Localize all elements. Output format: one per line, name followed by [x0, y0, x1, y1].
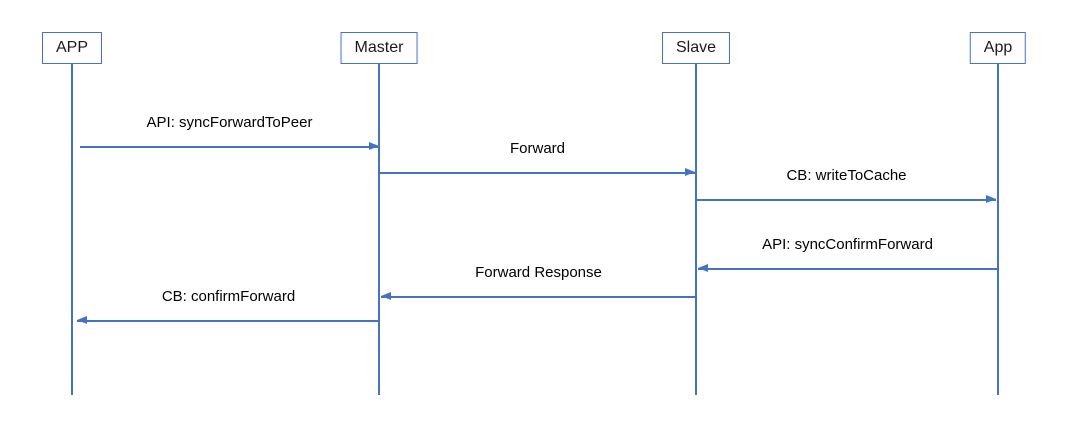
actor-box-app-right: App	[969, 32, 1027, 64]
message-line-3	[698, 268, 997, 270]
message-line-1	[380, 172, 695, 174]
message-line-0	[80, 146, 379, 148]
lifeline-master	[378, 64, 380, 395]
message-line-5	[77, 320, 380, 322]
message-label-1: Forward	[509, 140, 566, 157]
message-label-4: Forward Response	[475, 264, 602, 281]
actor-box-app-left: APP	[41, 32, 103, 64]
message-label-0: API: syncForwardToPeer	[146, 114, 313, 131]
message-line-2	[697, 199, 996, 201]
message-line-4	[381, 296, 696, 298]
message-label-3: API: syncConfirmForward	[762, 236, 933, 253]
message-label-2: CB: writeToCache	[786, 167, 907, 184]
lifeline-app-right	[997, 64, 999, 395]
message-arrowhead-icon-5	[77, 316, 87, 325]
actor-box-slave: Slave	[661, 32, 731, 64]
message-arrowhead-icon-0	[369, 142, 379, 151]
message-arrowhead-icon-4	[381, 292, 391, 301]
message-arrowhead-icon-2	[986, 195, 996, 204]
lifeline-slave	[695, 64, 697, 395]
message-arrowhead-icon-3	[698, 264, 708, 273]
message-label-5: CB: confirmForward	[161, 288, 296, 305]
lifeline-app-left	[71, 64, 73, 395]
actor-box-master: Master	[340, 32, 418, 64]
message-arrowhead-icon-1	[685, 168, 695, 177]
